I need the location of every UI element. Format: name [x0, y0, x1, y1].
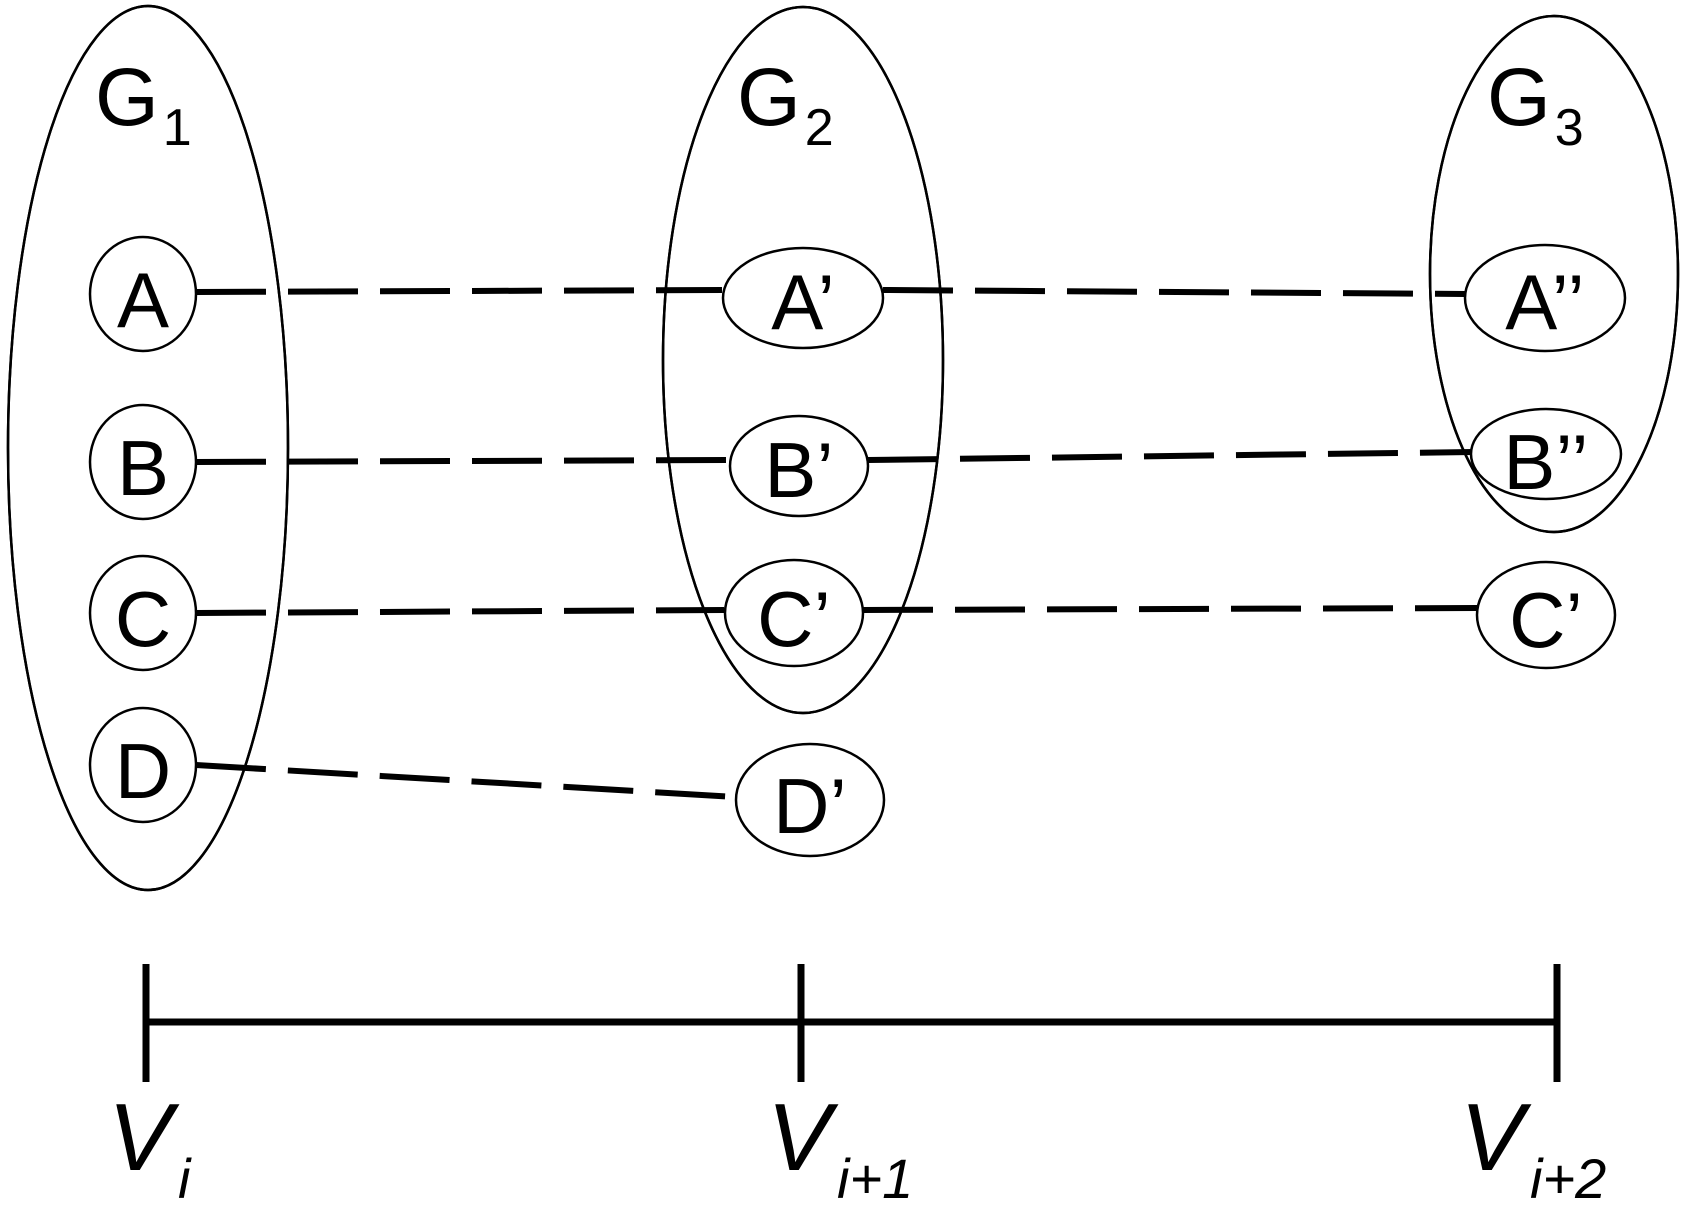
link-c-c1: [195, 607, 725, 616]
node-c-right: C’: [1475, 560, 1617, 670]
link-c1-c2: [862, 605, 1478, 613]
node-c-right-ellipse: [1475, 560, 1617, 670]
node-d-prime-label: D’: [773, 762, 847, 850]
node-d-ellipse: [88, 706, 198, 824]
node-c: C: [88, 554, 198, 672]
node-d: D: [88, 706, 198, 824]
node-b-label: B: [117, 424, 169, 512]
group-g2-ellipse-overlay: [661, 5, 945, 715]
node-b-double-prime: B’’: [1469, 407, 1623, 506]
node-b-prime-ellipse: [728, 414, 870, 518]
node-d-prime: D’: [734, 742, 886, 858]
axis-label-vi1-subscript: i+1: [837, 1147, 913, 1210]
axis-label-vi-subscript: i: [178, 1147, 192, 1210]
node-d-prime-ellipse: [734, 742, 886, 858]
node-c-right-label: C’: [1509, 576, 1583, 664]
node-b-ellipse: [88, 403, 198, 521]
group-g3-subscript: 3: [1555, 99, 1584, 157]
node-b-double-prime-ellipse: [1469, 407, 1623, 501]
node-b-prime-label: B’: [764, 426, 833, 514]
group-g1-subscript: 1: [163, 99, 192, 157]
axis-label-vi2-subscript: i+2: [1530, 1147, 1606, 1210]
node-a-prime-label: A’: [771, 258, 835, 346]
link-a-a1: [195, 287, 723, 295]
group-g3-ellipse-overlay: [1428, 14, 1680, 534]
link-d-d1: [195, 762, 737, 800]
node-c-ellipse: [88, 554, 198, 672]
node-a-ellipse: [88, 235, 198, 353]
node-c-prime: C’: [723, 558, 865, 668]
node-b: B: [88, 403, 198, 521]
link-a1-a2: [882, 287, 1466, 297]
group-g1-ellipse-overlay: [6, 4, 290, 892]
group-g2-label: G2: [737, 52, 834, 157]
node-b-double-prime-label: B’’: [1503, 418, 1588, 506]
node-c-label: C: [115, 575, 171, 663]
node-c-prime-label: C’: [757, 575, 831, 663]
node-b-prime: B’: [728, 414, 870, 518]
node-a-prime-ellipse: [721, 246, 885, 350]
node-d-label: D: [115, 727, 171, 815]
group-g2-subscript: 2: [805, 99, 834, 157]
node-a-double-prime: A’’: [1463, 243, 1627, 353]
node-a-prime: A’: [721, 246, 885, 350]
node-a-label: A: [117, 256, 169, 344]
node-a-double-prime-label: A’’: [1505, 258, 1585, 346]
node-a: A: [88, 235, 198, 353]
link-b-b1: [195, 457, 731, 465]
node-c-prime-ellipse: [723, 558, 865, 668]
node-a-double-prime-ellipse: [1463, 243, 1627, 353]
link-b1-b2: [867, 449, 1474, 463]
group-g3-label: G3: [1487, 52, 1584, 157]
group-g1-label: G1: [95, 52, 192, 157]
